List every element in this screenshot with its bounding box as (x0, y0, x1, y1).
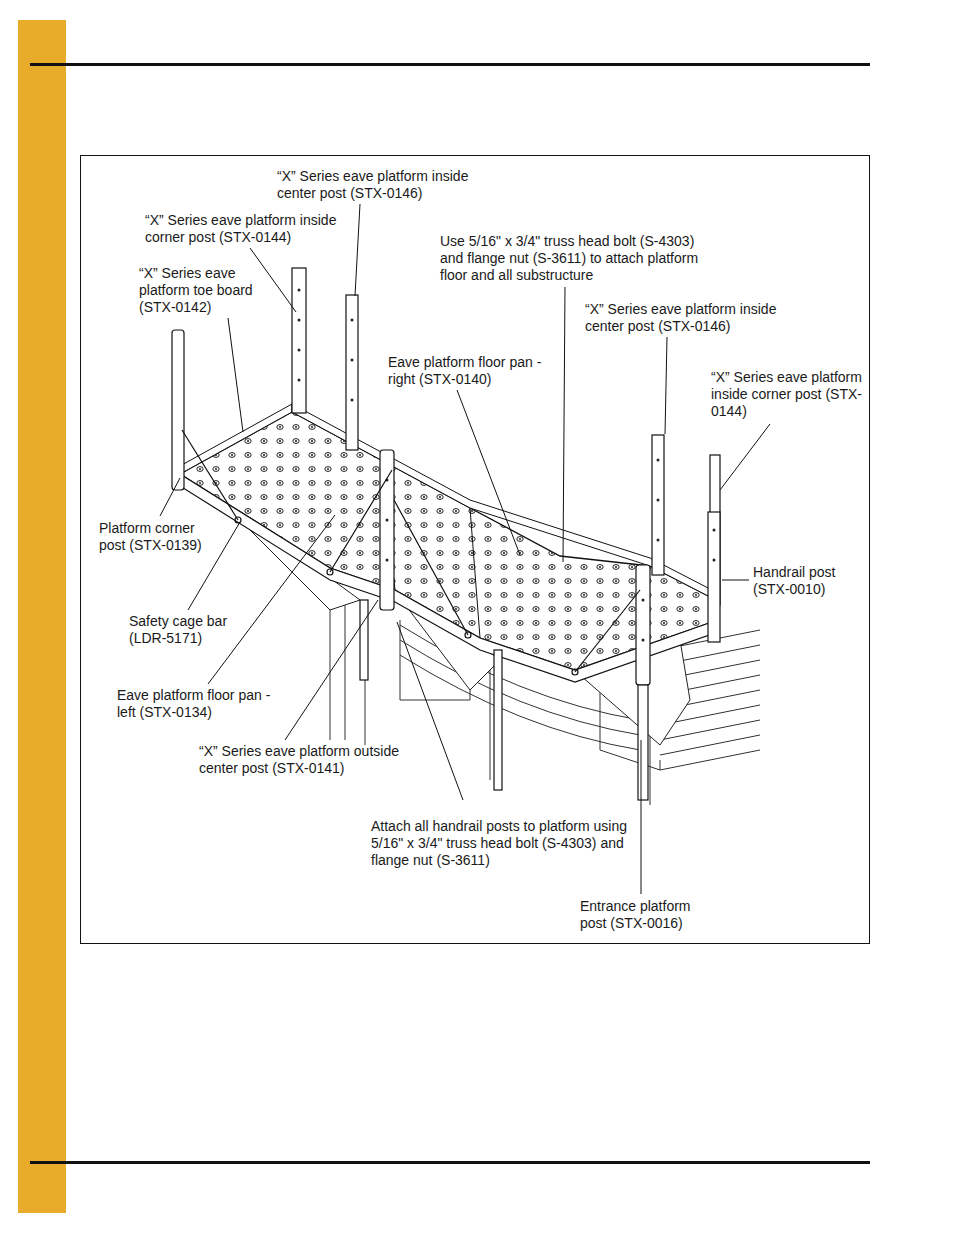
part-label: “X” Series eave platform inside center p… (277, 168, 477, 202)
part-label: “X” Series eave platform inside center p… (585, 301, 785, 335)
part-label: “X” Series eave platform inside corner p… (145, 212, 345, 246)
part-label: Eave platform floor pan - right (STX-014… (388, 354, 543, 388)
part-label: “X” Series eave platform inside corner p… (711, 369, 866, 420)
figure-frame (81, 156, 870, 944)
posts (172, 268, 720, 800)
bolt-holes (298, 289, 716, 642)
part-label: Use 5/16" x 3/4" truss head bolt (S-4303… (440, 233, 715, 284)
top-rule (30, 63, 870, 66)
part-label: Entrance platform post (STX-0016) (580, 898, 705, 932)
floor-edge (180, 474, 712, 682)
part-label: Handrail post (STX-0010) (753, 564, 848, 598)
part-label: Attach all handrail posts to platform us… (371, 818, 636, 869)
part-label: “X” Series eave platform outside center … (199, 743, 409, 777)
part-label: Eave platform floor pan - left (STX-0134… (117, 687, 277, 721)
part-label: “X” Series eave platform toe board (STX-… (139, 265, 264, 316)
bottom-rule (30, 1161, 870, 1164)
toe-board (180, 404, 292, 474)
safety-cage-bar (182, 430, 640, 675)
side-bar (18, 20, 66, 1213)
part-label: Platform corner post (STX-0139) (99, 520, 209, 554)
part-label: Safety cage bar (LDR-5171) (129, 613, 239, 647)
